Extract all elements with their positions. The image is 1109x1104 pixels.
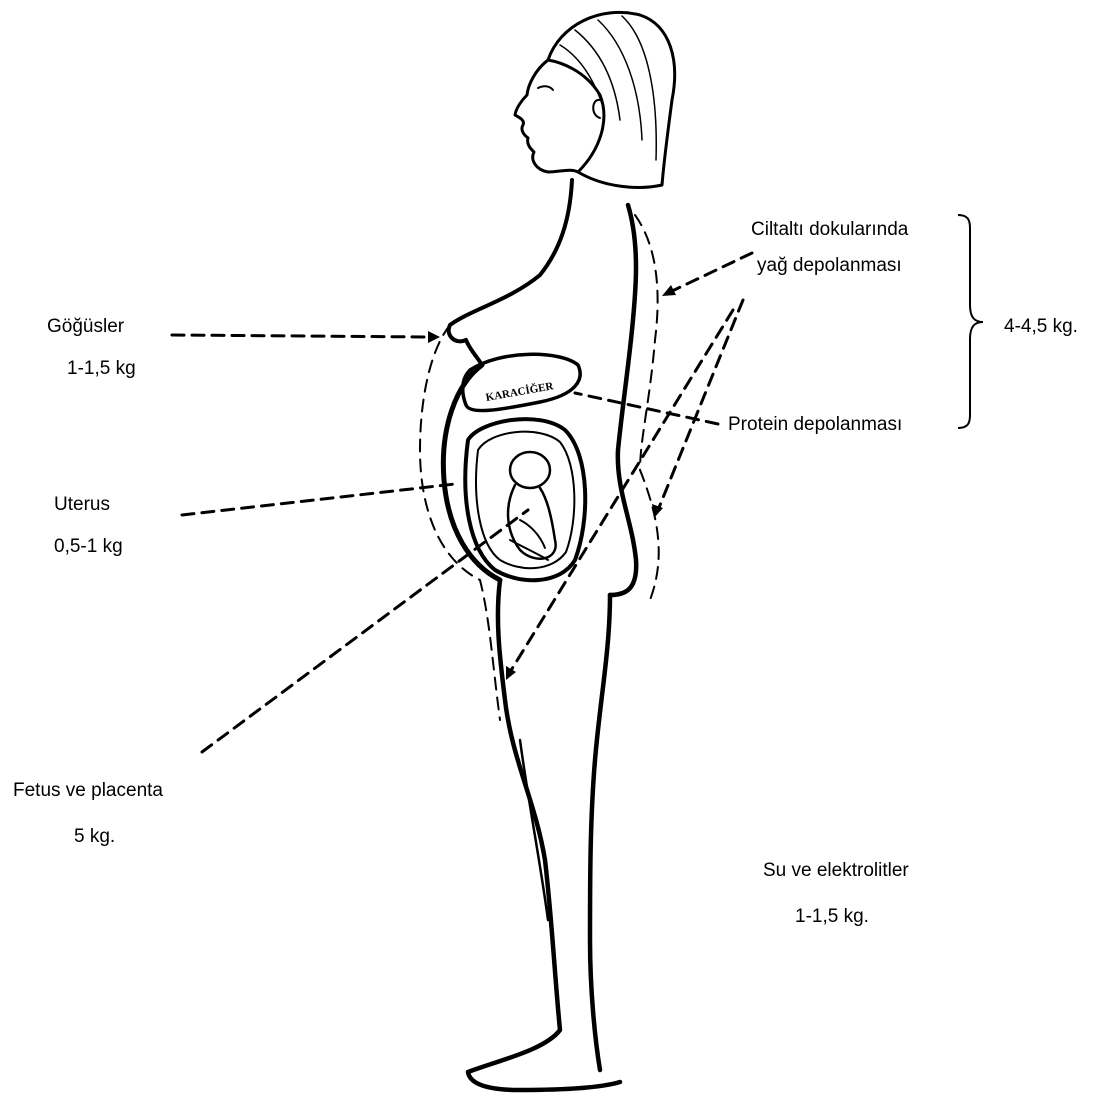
hair-strands [560, 16, 656, 160]
fat-layer-outline-front [420, 325, 500, 720]
inner-leg [520, 740, 548, 920]
leader-breasts [172, 335, 432, 337]
front-outline-upper [449, 180, 572, 341]
back-leg [590, 595, 610, 1070]
fetus-value: 5 kg. [74, 827, 115, 846]
ear [593, 100, 600, 118]
breast-outline [466, 340, 482, 365]
pregnant-woman-figure: KARACİĞER [420, 12, 675, 1090]
leader-lines [172, 253, 752, 752]
hair [548, 12, 675, 187]
water-value: 1-1,5 kg. [795, 907, 869, 926]
liver-shape [463, 354, 580, 410]
eye [538, 86, 553, 90]
breasts-label: Göğüsler [47, 317, 124, 336]
leader-uterus [182, 484, 455, 515]
fat-label-line1: Ciltaltı dokularında [751, 220, 908, 239]
leader-protein [575, 393, 718, 424]
breasts-value: 1-1,5 kg [67, 359, 136, 378]
uterus-label: Uterus [54, 495, 110, 514]
leader-water-1 [658, 300, 743, 510]
group-total-value: 4-4,5 kg. [1004, 317, 1078, 336]
grouping-brace [958, 215, 983, 428]
leader-fat [670, 253, 752, 292]
front-leg [468, 580, 620, 1090]
leader-water-2 [510, 310, 733, 672]
water-label: Su ve elektrolitler [763, 861, 909, 880]
leader-fetus [202, 510, 528, 752]
uterus-value: 0,5-1 kg [54, 537, 123, 556]
fat-label-line2: yağ depolanması [757, 256, 902, 275]
fetus-drawing [508, 452, 556, 560]
face-profile [515, 60, 578, 172]
arrow-breasts [428, 331, 440, 343]
fetus-label: Fetus ve placenta [13, 781, 163, 800]
protein-label: Protein depolanması [728, 415, 902, 434]
